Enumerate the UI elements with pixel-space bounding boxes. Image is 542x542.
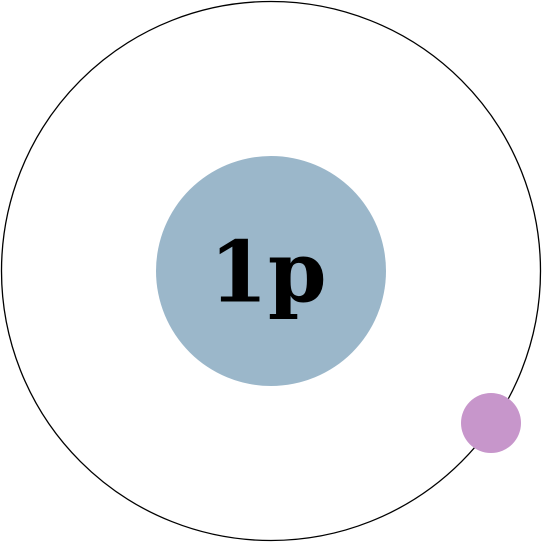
nucleus-circle [156, 156, 386, 386]
nucleus-label: 1p [209, 223, 326, 322]
electron [461, 393, 521, 453]
